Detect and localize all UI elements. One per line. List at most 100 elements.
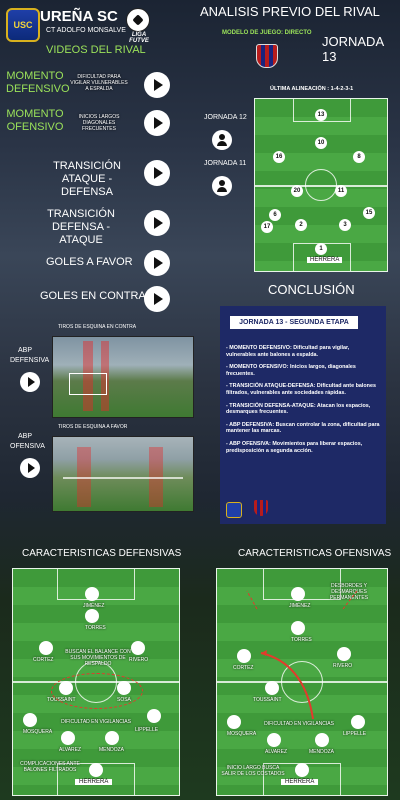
off-player-dot: [315, 733, 329, 747]
def-note-vigilancias: DIFICULTAD EN VIGILANCIAS: [61, 719, 131, 725]
lineup-player-4: 8: [353, 151, 365, 163]
def-player-name: MENDOZA: [99, 747, 124, 753]
previous-label-jornada-12: JORNADA 12: [204, 114, 247, 121]
abp-image-defensiva[interactable]: [52, 336, 194, 418]
off-player-dot: [291, 587, 305, 601]
video-label-transicion-defensa-ataque: TRANSICIÓN DEFENSA - ATAQUE: [47, 208, 115, 246]
team-logo-small: [226, 502, 242, 518]
conclusion-item-ofensivo: - MOMENTO OFENSIVO: Inicios largos, diag…: [226, 364, 356, 377]
off-player-dot: [295, 763, 309, 777]
conclusion-panel: JORNADA 13 - SEGUNDA ETAPA - MOMENTO DEF…: [220, 306, 386, 524]
off-player-dot: [265, 681, 279, 695]
def-player-name: JIMÉNEZ: [83, 603, 105, 609]
def-player-dot: [23, 713, 37, 727]
off-player-dot: [227, 715, 241, 729]
offensive-section-title: CARACTERISTICAS OFENSIVAS: [238, 548, 392, 559]
off-player-name: JIMÉNEZ: [289, 603, 311, 609]
def-note-filtrados: COMPLICACIONES ANTE BALONES FILTRADOS: [20, 761, 80, 773]
video-desc-momento-defensivo: DIFICULTAD PARA VIGILAR VULNERABLES A ES…: [70, 74, 128, 92]
user-icon-jornada-11[interactable]: [212, 176, 232, 196]
off-player-name: ALVAREZ: [265, 749, 288, 755]
abp-image-ofensiva[interactable]: [52, 436, 194, 512]
play-button-goles-en-contra[interactable]: [144, 286, 170, 312]
soccer-ball-icon: [126, 8, 150, 32]
lineup-pitch: 13 10 16 8 20 11 6 15 2 3 17 1 HERRERA: [254, 98, 388, 272]
off-player-dot: [337, 647, 351, 661]
lineup-player-3: 16: [273, 151, 285, 163]
off-run-arrow: [246, 590, 358, 720]
off-player-name: RIVERO: [333, 663, 353, 669]
def-note-balance: BUSCAN EL BALANCE CON SUS MOVIMIENTOS DE…: [65, 649, 131, 667]
off-player-name: TOUSSAINT: [253, 697, 282, 703]
def-player-dot: [147, 709, 161, 723]
conclusion-item-abp-ofensiva: - ABP OFENSIVA: Movimientos para liberar…: [226, 440, 363, 454]
game-model: MODELO DE JUEGO: DIRECTO: [222, 30, 312, 36]
off-player-name: LIPPELLE: [343, 731, 367, 737]
lineup-player-6: 11: [335, 185, 347, 197]
lineup-goalkeeper: 1: [315, 243, 327, 255]
off-player-name: CORTEZ: [233, 665, 254, 671]
videos-title: VIDEOS DEL RIVAL: [46, 44, 146, 56]
def-player-dot: [85, 609, 99, 623]
video-label-momento-defensivo: MOMENTO DEFENSIVO: [6, 70, 70, 95]
off-player-name: MOSQUERA: [227, 731, 257, 737]
play-button-abp-ofensiva[interactable]: [20, 458, 40, 478]
def-keeper-name: HERRERA: [75, 779, 113, 785]
def-highlight-zone: [51, 673, 143, 709]
defensive-section-title: CARACTERISTICAS DEFENSIVAS: [22, 548, 182, 559]
def-player-dot: [85, 587, 99, 601]
off-player-dot: [267, 733, 281, 747]
abp-label-defensiva: ABP DEFENSIVA: [10, 347, 50, 364]
def-player-name: RIVERO: [129, 657, 149, 663]
rival-crest-small: [254, 500, 268, 516]
lineup-player-1: 13: [315, 109, 327, 121]
def-player-dot: [61, 731, 75, 745]
page-title: ANALISIS PREVIO DEL RIVAL: [200, 4, 380, 19]
lineup-player-8: 15: [363, 207, 375, 219]
play-button-transicion-ataque-defensa[interactable]: [144, 160, 170, 186]
play-button-momento-ofensivo[interactable]: [144, 110, 170, 136]
def-player-name: CORTEZ: [33, 657, 54, 663]
video-label-goles-a-favor: GOLES A FAVOR: [46, 256, 133, 268]
play-button-abp-defensiva[interactable]: [20, 372, 40, 392]
lineup-player-5: 20: [291, 185, 303, 197]
off-player-dot: [291, 621, 305, 635]
def-player-dot: [39, 641, 53, 655]
off-note-inicio-largo: INICIO LARGO BUSCA SALIR DE LOS COSTADOS: [221, 765, 285, 777]
off-player-dot: [237, 649, 251, 663]
def-player-dot: [105, 731, 119, 745]
play-button-momento-defensivo[interactable]: [144, 72, 170, 98]
video-label-transicion-ataque-defensa: TRANSICIÓN ATAQUE - DEFENSA: [53, 160, 121, 198]
futve-logo: LIGA FUTVE: [129, 32, 149, 44]
rival-crest: [256, 44, 278, 68]
user-icon-jornada-12[interactable]: [212, 130, 232, 150]
off-player-name: TORRES: [291, 637, 312, 643]
abp-caption-ofensiva: TIROS DE ESQUINA A FAVOR: [58, 424, 128, 430]
lineup-player-7: 6: [269, 209, 281, 221]
team-logo-text: USC: [13, 20, 33, 30]
lineup-keeper-name: HERRERA: [307, 257, 343, 263]
conclusion-header: JORNADA 13 - SEGUNDA ETAPA: [230, 316, 358, 329]
conclusion-item-abp-defensiva: - ABP DEFENSIVA: Buscan controlar la zon…: [226, 421, 380, 435]
jornada-title: JORNADA 13: [322, 34, 384, 64]
off-note-vigilancias: DIFICULTAD EN VIGILANCIAS: [264, 721, 334, 727]
conclusion-item-defensa-ataque: - TRANSICIÓN DEFENSA-ATAQUE: Atacan los …: [226, 402, 371, 416]
def-player-dot: [89, 763, 103, 777]
off-keeper-name: HERRERA: [281, 779, 319, 785]
video-label-goles-en-contra: GOLES EN CONTRA: [40, 290, 146, 302]
conclusion-title: CONCLUSIÓN: [268, 282, 355, 297]
lineup-player-10: 3: [339, 219, 351, 231]
coach-name: CT ADOLFO MONSALVE: [46, 27, 126, 34]
def-player-dot: [131, 641, 145, 655]
abp-caption-defensiva: TIROS DE ESQUINA EN CONTRA: [58, 324, 137, 330]
play-button-goles-a-favor[interactable]: [144, 250, 170, 276]
conclusion-list: - MOMENTO DEFENSIVO: Dificultad para vig…: [226, 345, 380, 454]
team-name: UREÑA SC: [40, 8, 118, 25]
previous-label-jornada-11: JORNADA 11: [204, 160, 247, 167]
play-button-transicion-defensa-ataque[interactable]: [144, 210, 170, 236]
video-label-momento-ofensivo: MOMENTO OFENSIVO: [6, 108, 64, 133]
off-player-name: MENDOZA: [309, 749, 334, 755]
offensive-pitch: DESBORDES Y DESMARQUES PERMANENTES JIMÉN…: [216, 568, 388, 796]
conclusion-item-ataque-defensa: - TRANSICIÓN ATAQUE-DEFENSA: Dificultad …: [226, 383, 376, 396]
def-player-name: ALVAREZ: [59, 747, 82, 753]
